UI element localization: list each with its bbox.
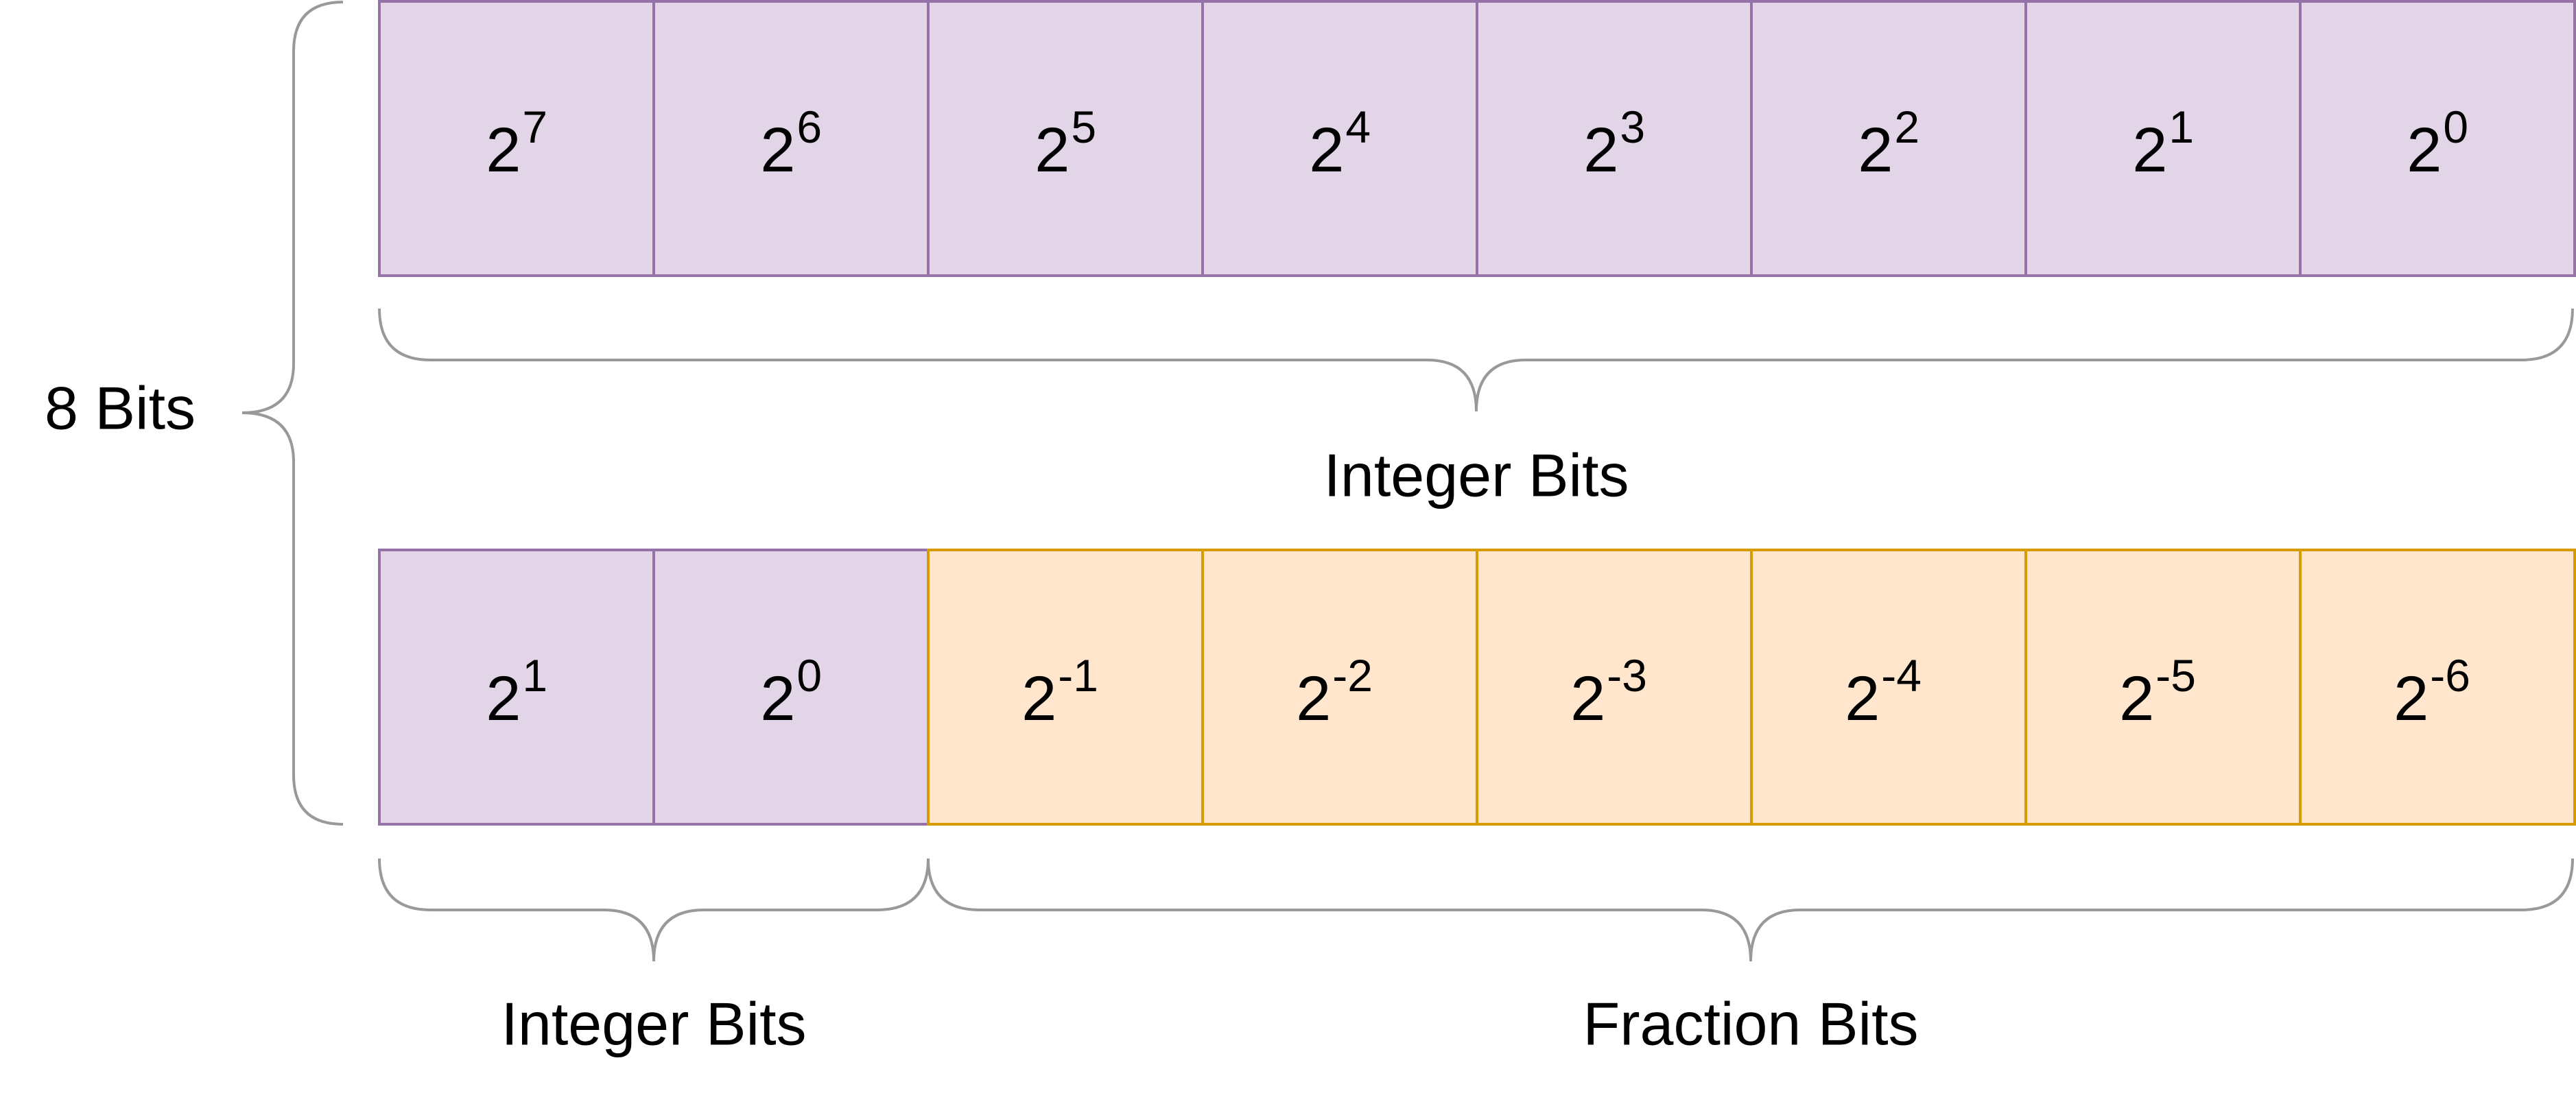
bit-exponent: -2	[1332, 650, 1373, 701]
bit-base: 2	[2407, 115, 2442, 185]
fraction-cell-box	[1201, 549, 1478, 826]
bit-exponent: -5	[2155, 650, 2196, 701]
bit-base: 2	[1583, 115, 1618, 185]
top-integer-bits-label: Integer Bits	[1323, 441, 1629, 509]
integer-cell-box	[652, 0, 930, 277]
fraction-bits-label: Fraction Bits	[1583, 989, 1918, 1057]
bit-base: 2	[1845, 664, 1880, 734]
fraction-cell-box	[2299, 549, 2576, 826]
bit-exponent: 2	[1894, 101, 1919, 152]
bit-cell: 2-5	[2024, 549, 2302, 826]
integer-cell-box	[2299, 0, 2576, 277]
bottom-fraction-brace	[927, 858, 2574, 962]
bit-exponent: -4	[1881, 650, 1922, 701]
bit-exponent: -1	[1058, 650, 1098, 701]
total-bits-label: 8 Bits	[45, 374, 196, 442]
bottom-integer-bits-label: Integer Bits	[501, 989, 806, 1057]
bit-exponent: 0	[796, 650, 822, 701]
bit-base: 2	[2394, 664, 2429, 734]
bit-exponent: -3	[1607, 650, 1647, 701]
integer-cell-box	[378, 549, 655, 826]
bit-base: 2	[1858, 115, 1893, 185]
bit-cell: 2-1	[927, 549, 1204, 826]
bit-exponent: 5	[1071, 101, 1096, 152]
bit-base: 2	[760, 664, 795, 734]
bit-base: 2	[1035, 115, 1070, 185]
bit-exponent: 1	[522, 650, 547, 701]
bit-base: 2	[2132, 115, 2167, 185]
integer-cell-box	[1750, 0, 2027, 277]
bottom-integer-brace	[378, 858, 930, 962]
bit-cell: 2-3	[1476, 549, 1753, 826]
bit-base: 2	[1021, 664, 1056, 734]
bit-base: 2	[760, 115, 795, 185]
fraction-cell-box	[1476, 549, 1753, 826]
bit-base: 2	[1309, 115, 1344, 185]
fraction-cell-box	[2024, 549, 2302, 826]
bit-exponent: 3	[1620, 101, 1645, 152]
bit-base: 2	[1570, 664, 1605, 734]
bit-exponent: 4	[1345, 101, 1371, 152]
bit-base: 2	[1296, 664, 1331, 734]
integer-cell-box	[1476, 0, 1753, 277]
bit-cell: 2-2	[1201, 549, 1478, 826]
integer-cell-box	[378, 0, 655, 277]
bit-exponent: 0	[2443, 101, 2468, 152]
bit-exponent: -6	[2430, 650, 2470, 701]
top-integer-brace	[378, 308, 2574, 412]
integer-cell-box	[2024, 0, 2302, 277]
integer-cell-box	[652, 549, 930, 826]
bit-base: 2	[486, 115, 521, 185]
bit-exponent: 1	[2169, 101, 2194, 152]
bit-exponent: 6	[796, 101, 822, 152]
integer-cell-box	[927, 0, 1204, 277]
fraction-cell-box	[1750, 549, 2027, 826]
bit-base: 2	[486, 664, 521, 734]
total-bits-brace	[241, 1, 344, 826]
integer-cell-box	[1201, 0, 1478, 277]
bit-exponent: 7	[522, 101, 547, 152]
bit-cell: 2-6	[2299, 549, 2576, 826]
bit-base: 2	[2119, 664, 2154, 734]
bit-cell: 2-4	[1750, 549, 2027, 826]
